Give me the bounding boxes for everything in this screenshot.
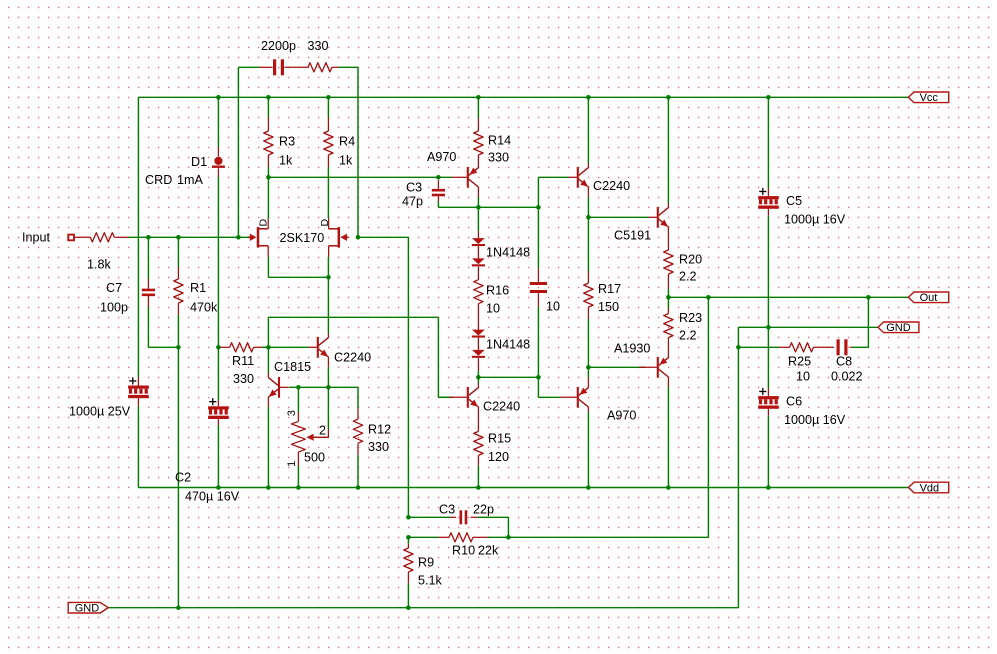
svg-text:C5: C5 [786,194,802,208]
svg-text:R12: R12 [368,423,391,437]
svg-text:D: D [258,219,270,227]
svg-text:1: 1 [286,461,298,467]
svg-text:470k: 470k [190,301,218,315]
svg-text:CRD: CRD [145,173,172,187]
svg-text:C7: C7 [106,281,122,295]
svg-text:R20: R20 [679,253,702,267]
svg-text:R23: R23 [679,311,702,325]
svg-text:10: 10 [546,300,560,314]
svg-text:2200p: 2200p [261,39,296,53]
svg-text:47p: 47p [402,195,423,209]
svg-text:R16: R16 [486,284,509,298]
svg-text:R1: R1 [190,281,206,295]
svg-text:GND: GND [75,603,100,615]
svg-text:R25: R25 [788,355,811,369]
svg-text:C2240: C2240 [483,400,520,414]
svg-text:R4: R4 [339,135,355,149]
svg-text:1.8k: 1.8k [87,258,112,272]
svg-text:1000µ 25V: 1000µ 25V [69,405,131,419]
svg-text:C2: C2 [175,471,191,485]
svg-text:330: 330 [308,39,329,53]
svg-text:2.2: 2.2 [679,270,697,284]
svg-text:D1: D1 [191,155,207,169]
svg-text:Out: Out [920,292,938,304]
svg-text:1k: 1k [339,154,353,168]
svg-text:22k: 22k [478,544,499,558]
svg-text:0.022: 0.022 [831,370,863,384]
svg-text:A970: A970 [607,409,636,423]
svg-text:2: 2 [319,424,326,438]
svg-text:330: 330 [233,372,254,386]
svg-text:C1815: C1815 [274,360,311,374]
svg-text:R10: R10 [452,544,475,558]
svg-text:C8: C8 [836,355,852,369]
svg-text:A970: A970 [427,150,456,164]
svg-text:2.2: 2.2 [679,329,697,343]
svg-text:22p: 22p [473,503,494,517]
svg-text:5.1k: 5.1k [418,574,443,588]
svg-text:GND: GND [886,322,911,334]
svg-text:D: D [319,219,331,227]
svg-text:R9: R9 [418,556,434,570]
svg-text:C3: C3 [406,181,422,195]
svg-text:R11: R11 [232,354,254,368]
svg-text:1000µ 16V: 1000µ 16V [784,413,846,427]
svg-text:3: 3 [286,410,298,416]
svg-text:1000µ 16V: 1000µ 16V [784,213,846,227]
svg-text:C2240: C2240 [334,351,371,365]
svg-text:R17: R17 [598,282,621,296]
svg-text:C2240: C2240 [593,179,630,193]
svg-text:150: 150 [598,300,619,314]
svg-text:10: 10 [796,370,810,384]
svg-text:2SK170: 2SK170 [280,231,325,245]
svg-text:A1930: A1930 [614,342,650,356]
svg-text:470µ 16V: 470µ 16V [185,490,240,504]
svg-text:R15: R15 [488,432,511,446]
svg-text:Input: Input [22,231,51,245]
svg-text:Vdd: Vdd [920,482,940,494]
svg-text:330: 330 [368,440,389,454]
svg-text:1N4148: 1N4148 [486,338,530,352]
svg-text:1N4148: 1N4148 [486,246,530,260]
svg-text:10: 10 [486,302,500,316]
svg-text:500: 500 [304,451,325,465]
svg-text:R3: R3 [279,135,295,149]
svg-text:1mA: 1mA [177,173,203,187]
svg-text:C3: C3 [439,503,455,517]
svg-text:120: 120 [488,450,509,464]
svg-text:330: 330 [488,151,509,165]
svg-text:C5191: C5191 [614,229,651,243]
svg-text:Vcc: Vcc [920,92,939,104]
svg-text:C6: C6 [786,395,802,409]
svg-text:R14: R14 [488,134,511,148]
svg-text:100p: 100p [100,301,128,315]
svg-text:1k: 1k [279,154,293,168]
